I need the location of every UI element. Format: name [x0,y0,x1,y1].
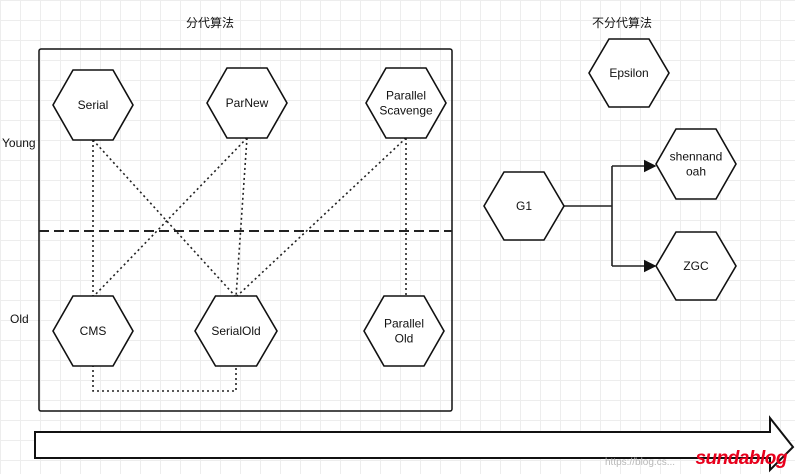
watermark-url: https://blog.cs... [605,457,676,468]
young-generation-label: Young [2,136,36,150]
hexagon-cms [52,295,134,367]
g1-branch-arrows [563,159,657,273]
hexagon-parallel-scavenge [365,67,447,139]
node-parnew: ParNew [206,67,288,139]
hexagon-zgc [655,231,737,301]
brand-logo: sundablog [695,448,787,469]
line-scavenge-serialold [235,137,407,298]
hexagon-serial-old [194,295,278,367]
old-generation-label: Old [10,312,29,326]
hexagon-parnew [206,67,288,139]
label-cms: CMS [80,324,107,338]
label-line: Old [395,332,414,346]
label-serial-old: SerialOld [211,324,260,338]
label-line: CMS [80,324,107,338]
label-line: SerialOld [211,324,260,338]
label-line: Scavenge [379,104,433,118]
label-line: shennand [670,150,723,164]
label-g1: G1 [516,199,532,213]
label-line: ZGC [683,259,709,273]
pairing-lines [92,137,407,392]
hexagon-g1 [483,171,565,241]
line-parnew-serialold [235,137,248,298]
generational-heading: 分代算法 [186,15,234,30]
label-line: Parallel [386,89,426,103]
hexagon-epsilon [588,38,670,108]
line-parnew-cms [92,137,248,298]
label-parnew: ParNew [226,96,269,110]
label-line: ParNew [226,96,269,110]
line-cms-serialold-fallback [92,365,237,392]
node-serial-old: SerialOld [194,295,278,367]
node-g1: G1 [483,171,565,241]
label-line: G1 [516,199,532,213]
node-cms: CMS [52,295,134,367]
node-epsilon: Epsilon [588,38,670,108]
non-generational-heading: 不分代算法 [592,15,652,30]
line-serial-serialold [92,139,237,298]
label-line: Serial [78,98,109,112]
node-serial: Serial [52,69,134,141]
label-zgc: ZGC [683,259,709,273]
label-line: oah [686,165,706,179]
label-epsilon: Epsilon [609,66,648,80]
label-line: Parallel [384,317,424,331]
hexagon-serial [52,69,134,141]
label-line: Epsilon [609,66,648,80]
hexagon-shenandoah [655,128,737,200]
node-zgc: ZGC [655,231,737,301]
evolution-arrow [34,415,795,473]
label-serial: Serial [78,98,109,112]
hexagon-parallel-old [363,295,445,367]
